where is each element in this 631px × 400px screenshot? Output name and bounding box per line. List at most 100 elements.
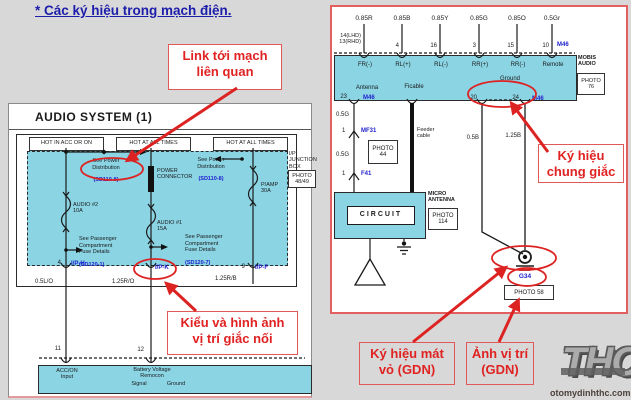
wire-gauge-085g: 0.85G	[470, 15, 488, 22]
passenger-note-2: See Passenger Compartment Fuse Details (…	[185, 228, 241, 272]
connector-m46-left[interactable]: M46	[363, 95, 375, 101]
thc-logo: THC	[562, 340, 631, 384]
pin-4: 4	[395, 43, 399, 49]
label-rr-minus: RR(-)	[510, 62, 526, 68]
label-antenna: Antenna	[355, 85, 379, 91]
pin-15: 15	[507, 43, 514, 49]
wire-gauge-085b: 0.85B	[393, 15, 411, 22]
photo114-ref[interactable]: PHOTO 114	[428, 208, 458, 230]
ground-label-bottom: Ground	[166, 381, 186, 387]
pin4-number: 4	[57, 260, 61, 266]
mf31-pin-number: 1	[342, 128, 346, 134]
connector-f41[interactable]: F41	[361, 171, 372, 177]
wire-05b: 0.5B	[466, 135, 479, 141]
circuit-stubs	[369, 237, 405, 260]
label-rl-minus: RL(-)	[434, 62, 448, 68]
mobis-audio-label: MOBIS AUDIO	[578, 55, 597, 68]
sd110-8-link-1[interactable]: (SD110-8)	[93, 177, 119, 184]
pin-16: 16	[430, 43, 437, 49]
pin-lhd-rhd: 14(LHD) 13(RHD)	[339, 33, 361, 46]
pin-3: 3	[472, 43, 476, 49]
acc-on-input-label: ACC/ON Input	[56, 368, 78, 381]
label-rr-plus: RR(+)	[471, 62, 489, 68]
page-title: * Các ký hiệu trong mạch điện.	[35, 3, 232, 18]
junction-photo-ref[interactable]: PHOTO 48/49	[288, 170, 316, 188]
main-ground-bars	[516, 265, 534, 271]
fuse-audio1-label: AUDIO #1 15A	[157, 220, 183, 233]
passenger2-arrowhead	[161, 244, 168, 250]
fuse-pamp-symbol	[247, 165, 259, 207]
pin12-number: 12	[137, 347, 144, 353]
f41-pin-number: 1	[342, 171, 346, 177]
wire-05g-1: 0.5G	[335, 112, 349, 118]
see-power-dist-1: See Power Distribution (SD110-8)	[75, 152, 137, 190]
ground-wires	[481, 104, 526, 255]
fuse-audio2-label: AUDIO #2 10A	[73, 202, 99, 215]
photo44-ref[interactable]: PHOTO 44	[368, 140, 398, 164]
label-remote: Remote	[542, 62, 564, 68]
thc-logo-band	[561, 368, 625, 375]
pin-24: 24	[512, 95, 519, 101]
antenna-symbol	[353, 257, 387, 286]
see-power-dist-2: See Power Distribution (SD110-8)	[185, 151, 237, 189]
callout-ground-photo: Ảnh vị trí (GDN)	[466, 342, 534, 385]
photo58-ref[interactable]: PHOTO 58	[504, 285, 554, 300]
label-rl-plus: RL(+)	[395, 62, 411, 68]
circuit-inner-box: CIRCUIT	[347, 206, 415, 225]
watermark-site: otomydinhthc.com	[550, 388, 631, 398]
wire-gauge-05gr: 0.5Gr	[543, 15, 561, 22]
wire-label-125rb: 1.25R/B	[215, 276, 237, 282]
battery-voltage-label: Battery Voltage Remocon	[133, 367, 171, 380]
chevron-f41	[348, 171, 360, 181]
pin-20: 20	[470, 95, 477, 101]
junction-box-label: I/P JUNCTION BOX	[289, 151, 317, 170]
bus-arrowhead	[140, 149, 147, 155]
callout-connector-style: Kiểu và hình ảnh vị trí giắc nối	[167, 311, 298, 355]
small-ground-bars	[397, 246, 411, 255]
label-ficable: Ficable	[404, 84, 424, 90]
wire-label-125ro: 1.25R/O	[112, 279, 135, 285]
right-panel-wiring	[334, 24, 575, 286]
connector-ipk[interactable]: I/P-K	[155, 265, 169, 271]
feeder-cable-label: Feeder cable	[417, 127, 435, 140]
wire-05g-2: 0.5G	[335, 152, 349, 158]
sd110-8-link-2[interactable]: (SD110-8)	[198, 176, 224, 183]
connector-iph[interactable]: I/P-H	[71, 261, 85, 267]
small-ground-dot	[401, 241, 407, 246]
top-connector-cups	[358, 52, 558, 59]
connector-g34[interactable]: G34	[518, 273, 532, 280]
passenger-note-1: See Passenger Compartment Fuse Details (…	[79, 230, 135, 274]
callout-shared-connector: Ký hiệu chung giắc	[538, 144, 624, 183]
connector-ipf[interactable]: I/P-F	[255, 265, 268, 271]
mobis-photo-ref[interactable]: PHOTO 76	[577, 73, 605, 95]
wire-label-05lo: 0.5L/O	[35, 279, 54, 285]
fuse-audio1-symbol	[145, 203, 157, 245]
circuit-label: CIRCUIT	[359, 211, 403, 219]
bus-diamond	[101, 149, 107, 155]
main-ground-dot	[522, 254, 528, 260]
micro-antenna-label: MICRO ANTENNA	[428, 191, 455, 204]
power-connector-bar	[148, 166, 154, 192]
pin-23: 23	[340, 94, 347, 100]
pin11-number: 11	[54, 346, 61, 352]
connector-mf31[interactable]: MF31	[361, 128, 377, 134]
bottom-connector-box: ACC/ON Input Battery Voltage Remocon Sig…	[38, 365, 312, 394]
wire-gauge-085y: 0.85Y	[431, 15, 449, 22]
connector-cups-bottom	[60, 357, 157, 364]
chevron-mf31	[348, 129, 360, 139]
sd120-1-link[interactable]: (SD120-1)	[79, 261, 105, 268]
power-connector-label: POWER CONNECTOR	[157, 168, 193, 181]
wire-gauge-085o: 0.85O	[508, 15, 526, 22]
wire-gauge-085r: 0.85R	[355, 15, 373, 22]
wire-125b: 1.25B	[505, 133, 521, 139]
connector-m46-right[interactable]: M46	[532, 96, 544, 102]
label-ground: Ground	[499, 76, 520, 82]
connector-m46-top[interactable]: M46	[557, 42, 569, 48]
label-fr-minus: FR(-)	[358, 62, 372, 68]
callout-ground-symbol: Ký hiệu mát vỏ (GDN)	[359, 342, 455, 385]
passenger1-arrowhead	[76, 247, 83, 253]
sd120-7-link[interactable]: (SD120-7)	[185, 259, 211, 266]
circuit-block: CIRCUIT	[334, 192, 426, 239]
callout-link-related: Link tới mạch liên quan	[168, 44, 282, 90]
